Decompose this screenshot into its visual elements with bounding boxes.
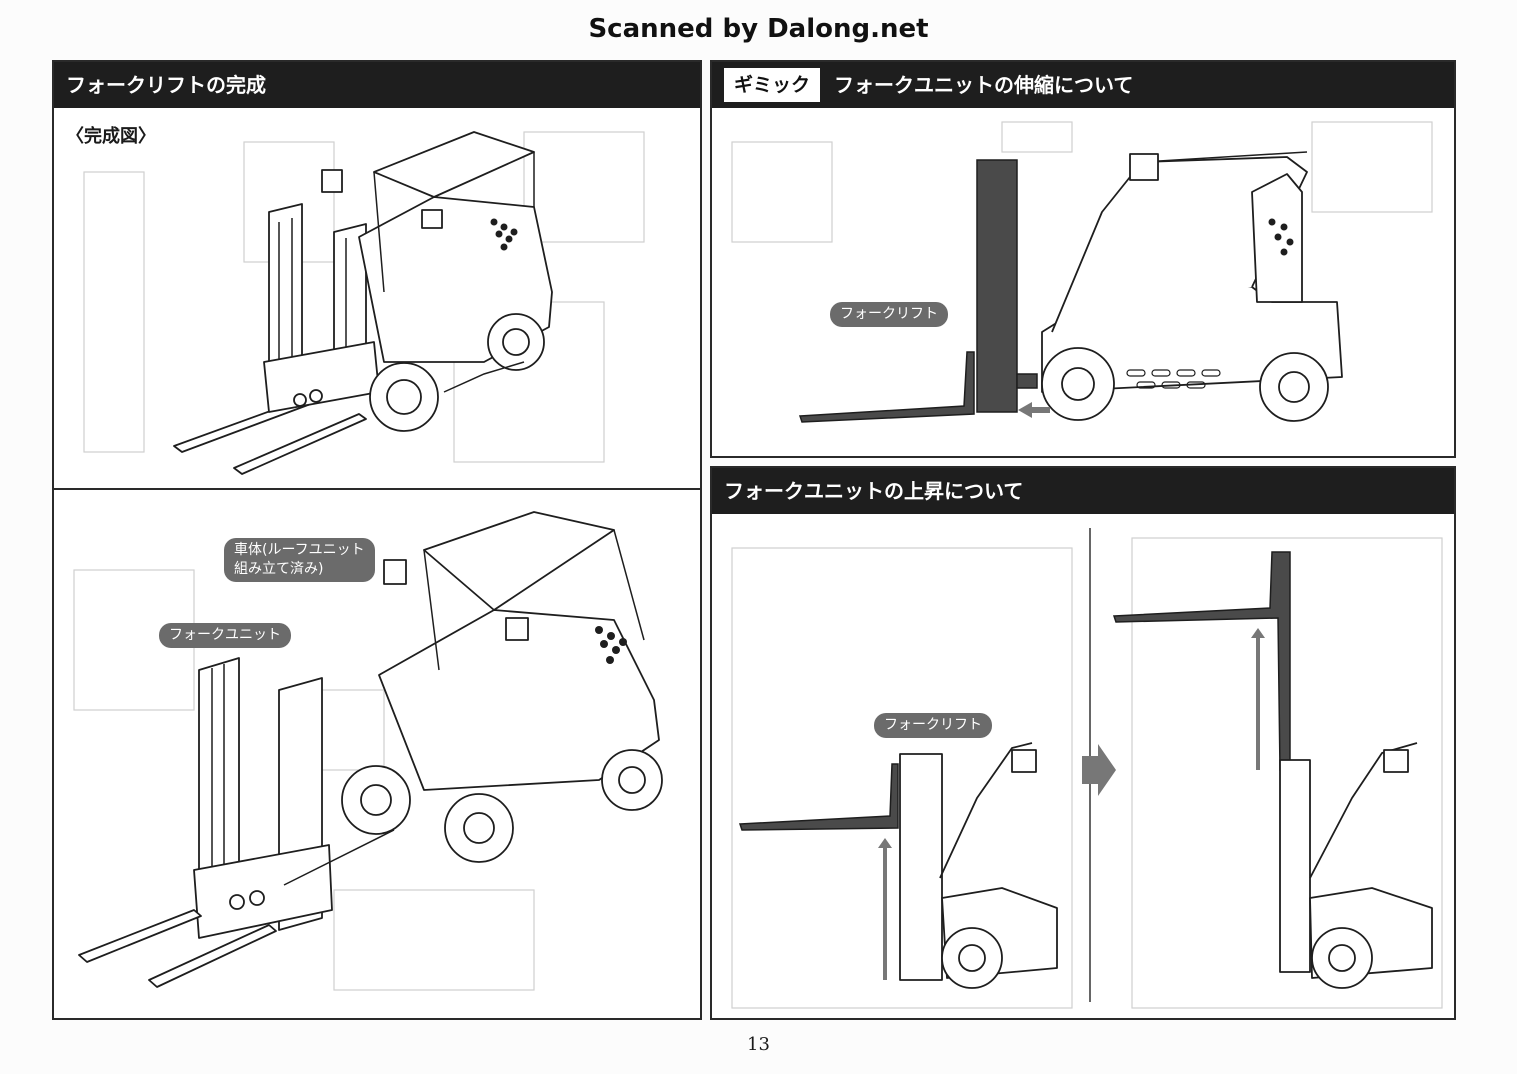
forklift-completed-illustration — [83, 131, 645, 475]
panel-fork-extension: ギミックフォークユニットの伸縮について フォークリフト — [710, 60, 1456, 458]
section-header-completion: フォークリフトの完成 — [54, 62, 700, 108]
subtitle-completed-view: 〈完成図〉 — [66, 126, 156, 147]
page-number: 13 — [747, 1034, 770, 1055]
section-header-fork-raise: フォークユニットの上昇について — [712, 468, 1454, 514]
panel-completion: フォークリフトの完成 〈完成図〉 — [52, 60, 702, 490]
fork-extension-illustration — [731, 121, 1433, 423]
label-forklift-extension: フォークリフト — [830, 302, 948, 327]
forklift-assembly-illustration — [73, 511, 663, 991]
panel-assembly: 車体(ルーフユニット 組み立て済み) フォークユニット — [52, 488, 702, 1020]
watermark: Scanned by Dalong.net — [588, 14, 929, 44]
fork-raise-illustration — [731, 528, 1443, 1009]
label-forklift-raise: フォークリフト — [874, 713, 992, 738]
label-fork-unit: フォークユニット — [159, 623, 291, 648]
label-body-roof-unit: 車体(ルーフユニット 組み立て済み) — [224, 538, 375, 582]
gimmick-tag: ギミック — [724, 68, 821, 102]
panel-fork-raise: フォークユニットの上昇について フォークリフト — [710, 466, 1456, 1020]
section-header-fork-extension: ギミックフォークユニットの伸縮について — [712, 62, 1454, 108]
section-title-fork-extension: フォークユニットの伸縮について — [834, 73, 1134, 97]
